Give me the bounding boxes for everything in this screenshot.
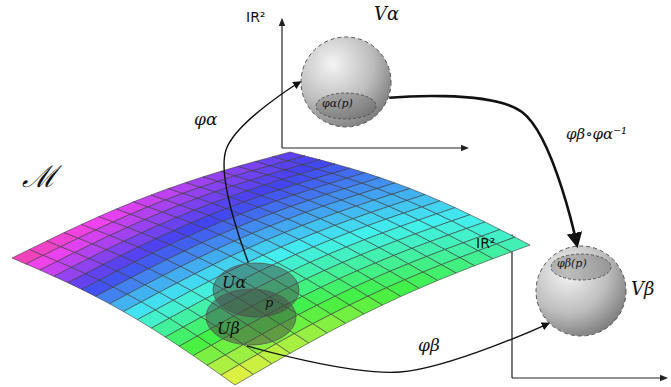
point-label: φβ(p): [557, 258, 587, 270]
axis-label: IR²: [246, 10, 265, 25]
region-label: Vβ: [631, 279, 654, 299]
y-axis: [281, 22, 282, 148]
region-label: Uα: [222, 274, 246, 292]
chart-image: Vαφα(p): [300, 36, 392, 128]
chart-image-outline: [300, 36, 392, 128]
point-label: φα(p): [322, 98, 353, 110]
region-label: ℳ: [22, 160, 57, 193]
grid-cell: [497, 237, 530, 252]
axis-label: IR²: [476, 236, 495, 251]
image-region: [551, 254, 611, 280]
map-label: φβ: [418, 336, 440, 355]
point-label: p: [265, 296, 273, 310]
chart-image: Vβφβ(p): [535, 245, 627, 337]
chart-domain: Uβ: [205, 288, 297, 346]
disc: [536, 246, 626, 336]
disc: [301, 37, 391, 127]
x-axis: [512, 377, 664, 378]
image-region: [316, 93, 376, 119]
domain-ellipse: [206, 289, 296, 345]
map-label: φα: [194, 110, 217, 129]
region-label: Vα: [374, 4, 399, 24]
x-axis: [282, 147, 465, 148]
y-axis: [511, 238, 512, 378]
grid-cell: [463, 236, 496, 251]
region-label: Uβ: [217, 320, 240, 338]
mapping-arrow: [389, 96, 577, 245]
map-label: φβ∘φα⁻¹: [566, 126, 627, 143]
manifold-surface: UαUβ ℳ: [10, 150, 535, 387]
